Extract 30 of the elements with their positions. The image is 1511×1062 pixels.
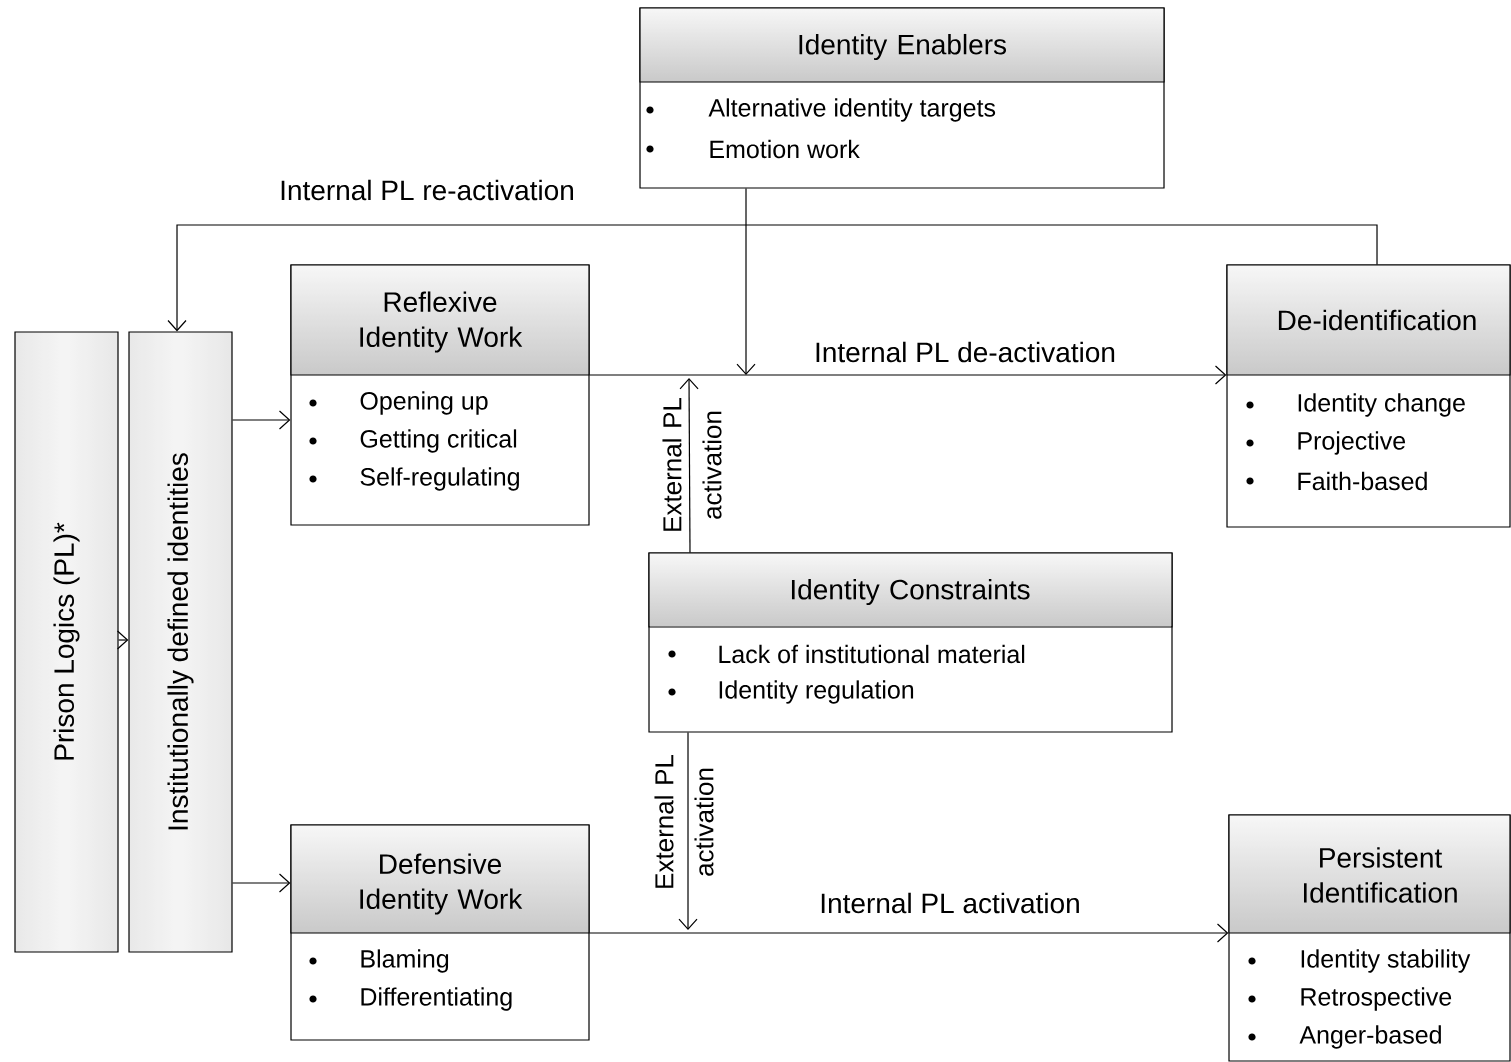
vertical-bar: Institutionally defined identities	[128, 331, 233, 953]
bullet-item: Self-regulating	[309, 467, 519, 491]
arrow	[589, 365, 1227, 385]
bullet-item: Retrospective	[1248, 987, 1452, 1011]
bullet-item: Emotion work	[646, 139, 860, 159]
bullet-item: Getting critical	[309, 429, 517, 453]
bullet-item: Identity stability	[1248, 949, 1471, 973]
edge-label: External PL activation	[654, 754, 714, 888]
bullet-item: Blaming	[309, 949, 449, 973]
edge-label: Internal PL de-activation	[812, 339, 1118, 365]
arrow	[589, 923, 1229, 943]
bullet-item: Alternative identity targets	[646, 98, 996, 122]
edge-label: Internal PL re-activation	[277, 177, 577, 203]
vertical-bar: Prison Logics (PL)*	[14, 331, 119, 953]
bullet-item: Anger-based	[1248, 1025, 1441, 1049]
bullet-item: Identity change	[1246, 393, 1465, 417]
bullet-item: Lack of institutional material	[668, 644, 1025, 664]
arrow	[167, 224, 1378, 332]
bullet-item: Faith-based	[1246, 471, 1427, 491]
arrow	[679, 378, 699, 553]
edge-label: Internal PL activation	[817, 890, 1083, 916]
bullet-item: Projective	[1246, 431, 1406, 455]
bullet-item: Opening up	[309, 391, 488, 415]
arrow	[678, 732, 698, 930]
bullet-item: Identity regulation	[668, 680, 914, 704]
arrow	[232, 410, 291, 430]
bullet-item: Differentiating	[309, 987, 512, 1011]
arrow	[736, 188, 756, 375]
edge-label: External PL activation	[662, 397, 722, 531]
arrow	[232, 873, 291, 893]
